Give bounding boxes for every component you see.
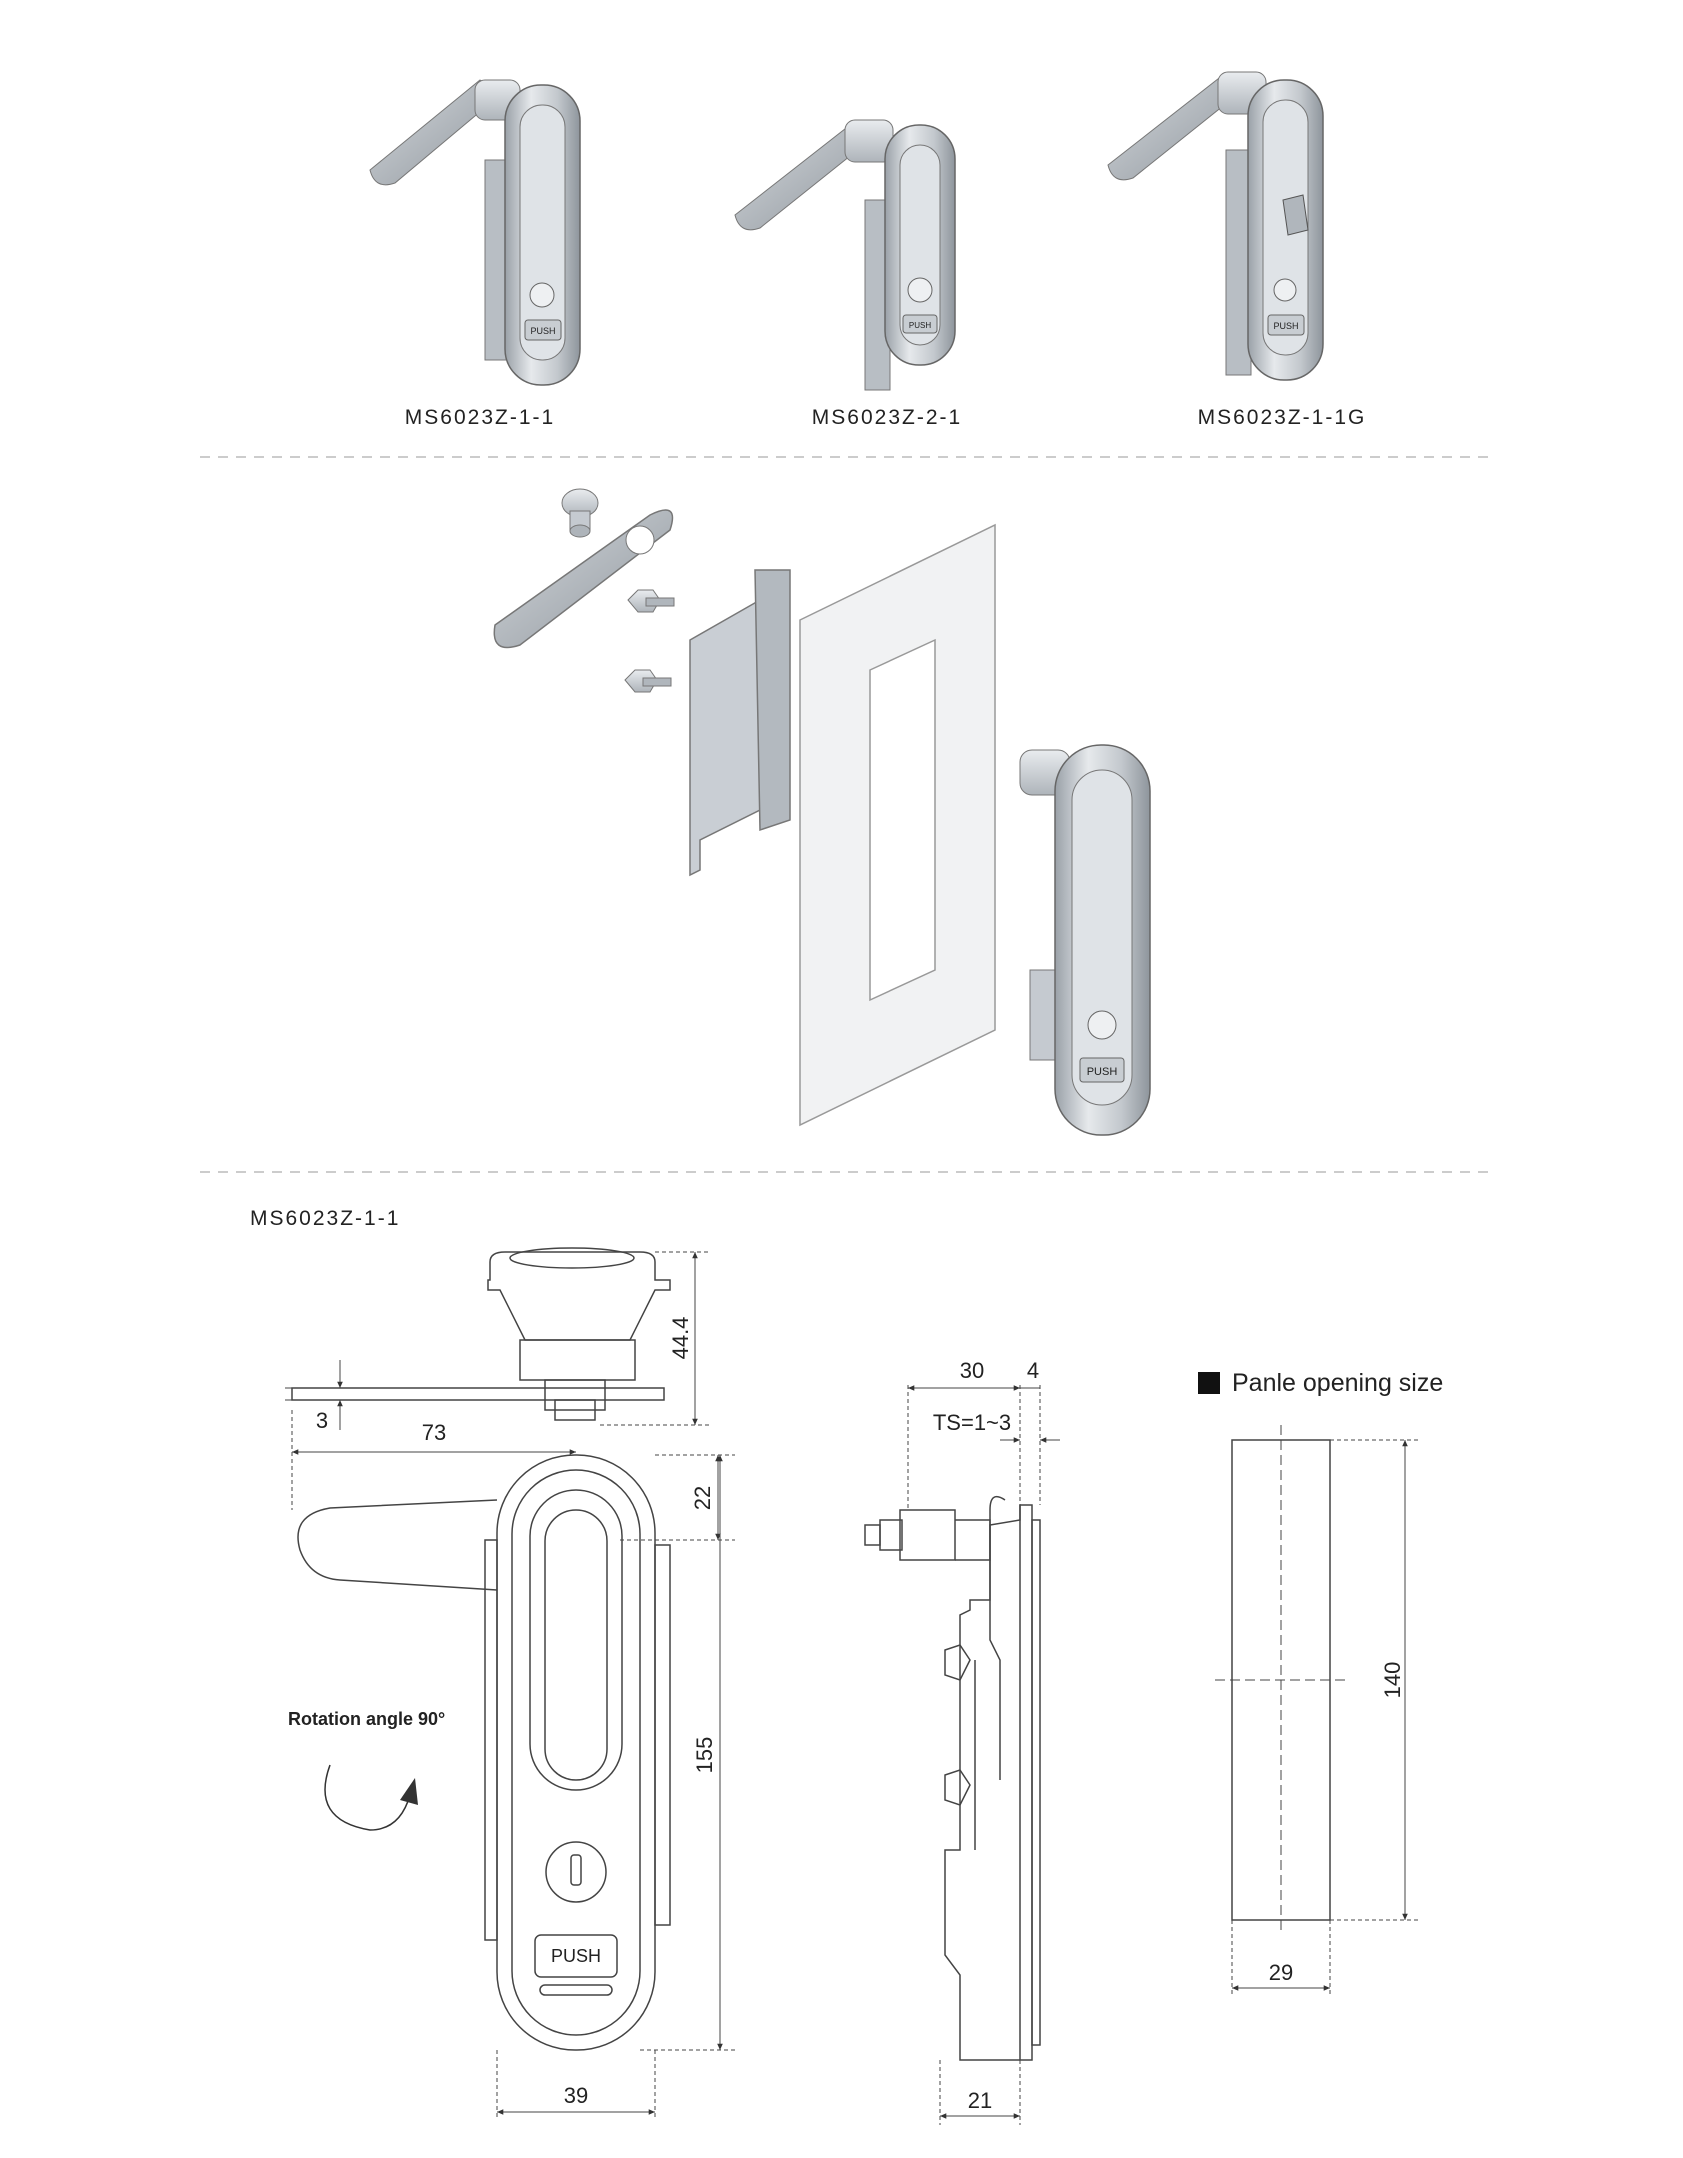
side-view <box>864 1495 1041 2061</box>
drawing-model-label: MS6023Z-1-1 <box>250 1207 400 1230</box>
dim-30: 30 <box>960 1358 984 1383</box>
screw-2 <box>624 669 672 693</box>
dim-155: 155 <box>692 1737 717 1774</box>
lever-outline <box>297 1499 498 1591</box>
push-plate-outline <box>534 1934 618 1978</box>
latch-body <box>1225 149 1252 376</box>
rotation-arrow-icon <box>324 1764 411 1831</box>
key-cylinder <box>529 282 555 308</box>
dim-21: 21 <box>968 2088 992 2113</box>
side-body <box>944 1495 1020 2061</box>
key-cylinder <box>907 277 933 303</box>
key-outline <box>545 1841 607 1903</box>
rotation-arrowhead <box>400 1778 418 1805</box>
panel-heading: Panle opening size <box>1232 1369 1443 1397</box>
push-text: PUSH <box>1087 1066 1118 1078</box>
dim-ts: TS=1~3 <box>933 1410 1011 1435</box>
push-text: PUSH <box>909 321 931 330</box>
product-1: PUSH <box>369 79 581 386</box>
rotation-note: Rotation angle 90° <box>288 1709 445 1729</box>
exploded-view: PUSH <box>493 488 1151 1136</box>
handle-assembly: PUSH <box>1019 744 1151 1136</box>
latch-bracket-plate <box>754 569 791 832</box>
dim-3: 3 <box>316 1408 328 1433</box>
push-plate <box>524 319 562 341</box>
screw-1 <box>627 589 675 613</box>
product-3: PUSH <box>1107 71 1324 381</box>
push-text: PUSH <box>551 1946 601 1966</box>
product-3-label: MS6023Z-1-1G <box>1198 406 1367 429</box>
dim-44-4: 44.4 <box>668 1317 693 1360</box>
key-cylinder <box>1273 278 1297 302</box>
panel-opening <box>869 638 936 1002</box>
latch-bracket <box>689 598 761 877</box>
padlock-hasp <box>1282 194 1309 236</box>
push-text: PUSH <box>1273 321 1298 331</box>
push-plate <box>1267 314 1305 336</box>
dim-4: 4 <box>1027 1358 1039 1383</box>
nut <box>561 488 599 538</box>
cam-square-hole <box>625 525 655 555</box>
push-plate <box>902 314 938 334</box>
product-2-label: MS6023Z-2-1 <box>812 406 962 429</box>
dim-22: 22 <box>690 1486 715 1510</box>
dim-73: 73 <box>422 1420 446 1445</box>
front-view <box>291 1247 671 2051</box>
dim-39: 39 <box>564 2083 588 2108</box>
dim-140: 140 <box>1380 1662 1405 1699</box>
product-1-label: MS6023Z-1-1 <box>405 406 555 429</box>
side-dims <box>907 1385 1060 2125</box>
lock-cylinder-top <box>487 1251 671 1341</box>
panel-heading-bullet <box>1198 1372 1220 1394</box>
panel-dims <box>1231 1439 1420 1995</box>
dim-29: 29 <box>1269 1960 1293 1985</box>
cam-blade-side <box>291 1387 665 1401</box>
front-dims <box>285 1251 735 2120</box>
panel-opening-drawing <box>1215 1425 1345 1930</box>
push-text: PUSH <box>530 326 555 336</box>
product-2: PUSH <box>734 119 956 391</box>
